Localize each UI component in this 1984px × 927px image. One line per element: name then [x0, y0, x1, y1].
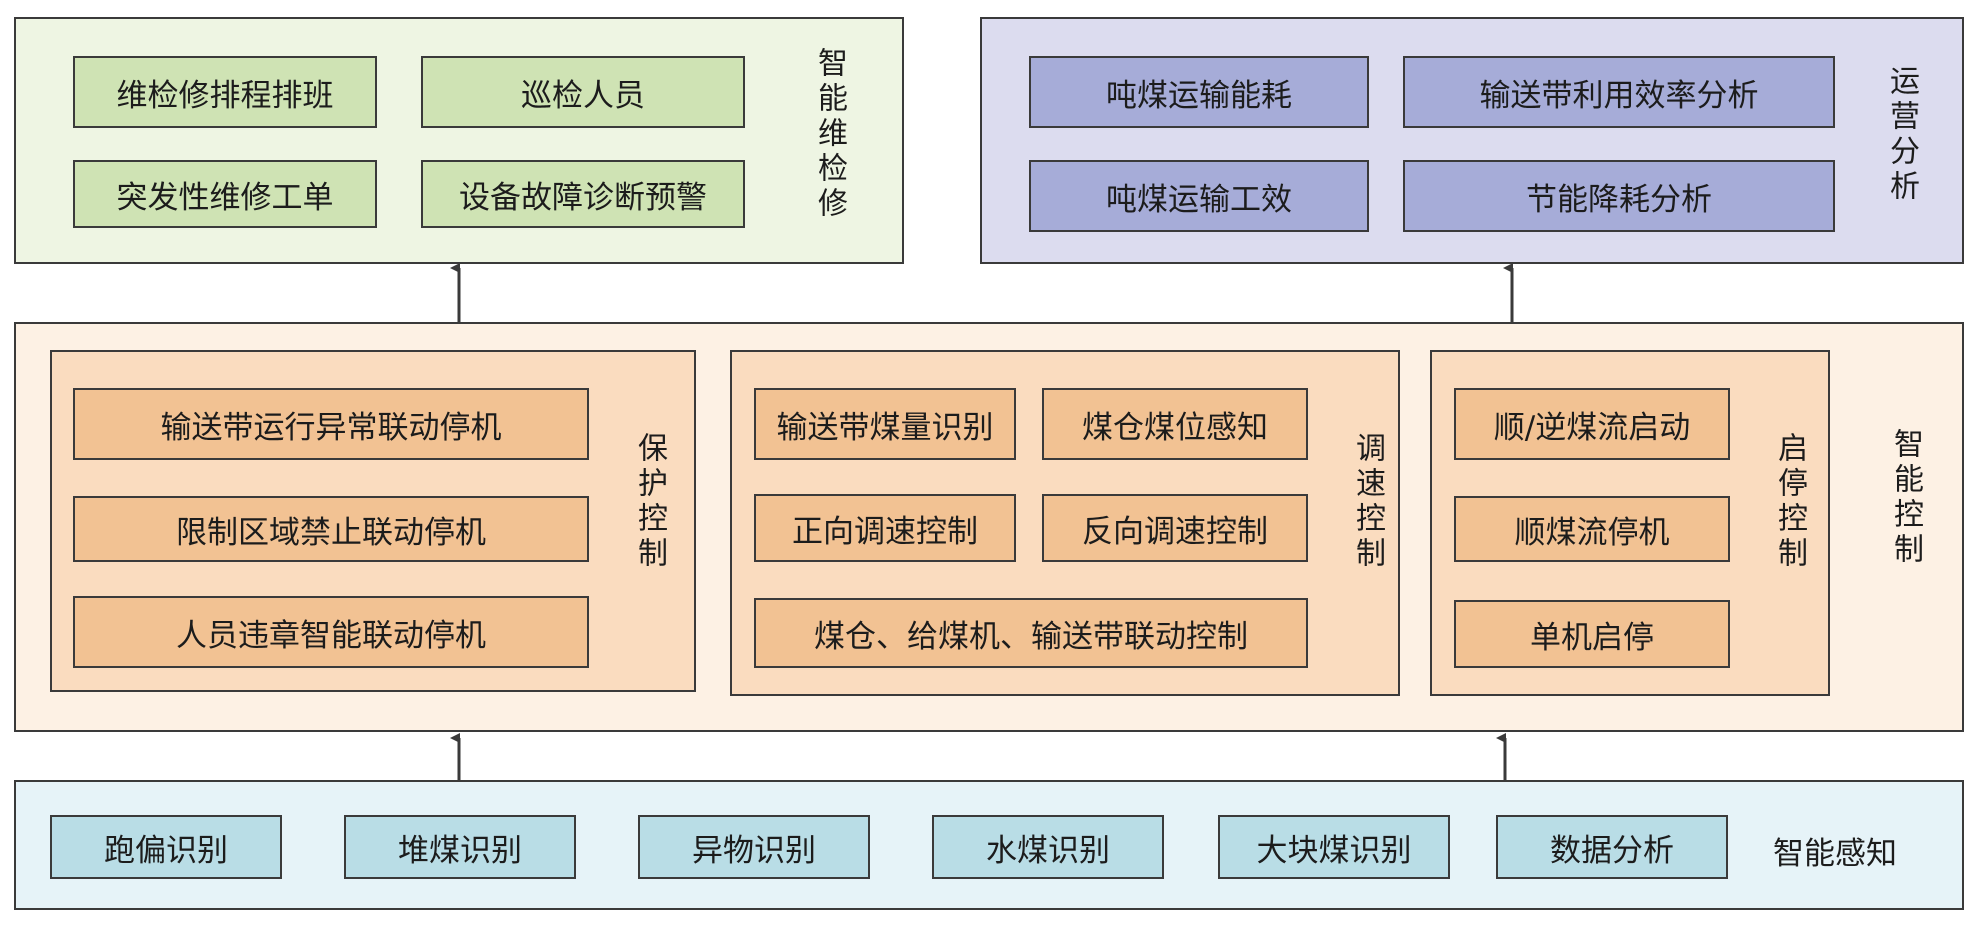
speed-item: 煤仓煤位感知	[1042, 388, 1308, 460]
perception-item: 大块煤识别	[1218, 815, 1450, 879]
maintenance-item: 维检修排程排班	[73, 56, 377, 128]
startstop-item: 顺/逆煤流启动	[1454, 388, 1730, 460]
operations-item: 吨煤运输工效	[1029, 160, 1369, 232]
control-title: 智能控制	[1888, 428, 1923, 568]
maintenance-item: 巡检人员	[421, 56, 745, 128]
protection-control-title: 保护控制	[632, 432, 667, 572]
perception-panel: 跑偏识别 堆煤识别 异物识别 水煤识别 大块煤识别 数据分析 智能感知	[14, 780, 1964, 910]
startstop-item: 单机启停	[1454, 600, 1730, 668]
maintenance-title: 智能维检修	[812, 47, 847, 222]
maintenance-item: 突发性维修工单	[73, 160, 377, 228]
speed-control-group: 输送带煤量识别 煤仓煤位感知 正向调速控制 反向调速控制 煤仓、给煤机、输送带联…	[730, 350, 1400, 696]
operations-panel: 吨煤运输能耗 输送带利用效率分析 吨煤运输工效 节能降耗分析 运营分析	[980, 17, 1964, 264]
startstop-control-group: 顺/逆煤流启动 顺煤流停机 单机启停 启停控制	[1430, 350, 1830, 696]
speed-item: 煤仓、给煤机、输送带联动控制	[754, 598, 1308, 668]
perception-item: 水煤识别	[932, 815, 1164, 879]
operations-item: 输送带利用效率分析	[1403, 56, 1835, 128]
speed-control-title: 调速控制	[1350, 432, 1385, 572]
operations-item: 节能降耗分析	[1403, 160, 1835, 232]
operations-item: 吨煤运输能耗	[1029, 56, 1369, 128]
protection-control-group: 输送带运行异常联动停机 限制区域禁止联动停机 人员违章智能联动停机 保护控制	[50, 350, 696, 692]
speed-item: 反向调速控制	[1042, 494, 1308, 562]
speed-item: 正向调速控制	[754, 494, 1016, 562]
startstop-control-title: 启停控制	[1772, 432, 1807, 572]
protection-item: 输送带运行异常联动停机	[73, 388, 589, 460]
perception-item: 数据分析	[1496, 815, 1728, 879]
perception-item: 堆煤识别	[344, 815, 576, 879]
maintenance-item: 设备故障诊断预警	[421, 160, 745, 228]
perception-title: 智能感知	[1773, 836, 1897, 872]
protection-item: 人员违章智能联动停机	[73, 596, 589, 668]
perception-item: 跑偏识别	[50, 815, 282, 879]
control-panel: 输送带运行异常联动停机 限制区域禁止联动停机 人员违章智能联动停机 保护控制 输…	[14, 322, 1964, 732]
operations-title: 运营分析	[1884, 65, 1919, 205]
protection-item: 限制区域禁止联动停机	[73, 496, 589, 562]
maintenance-panel: 维检修排程排班 巡检人员 突发性维修工单 设备故障诊断预警 智能维检修	[14, 17, 904, 264]
speed-item: 输送带煤量识别	[754, 388, 1016, 460]
perception-item: 异物识别	[638, 815, 870, 879]
startstop-item: 顺煤流停机	[1454, 496, 1730, 562]
